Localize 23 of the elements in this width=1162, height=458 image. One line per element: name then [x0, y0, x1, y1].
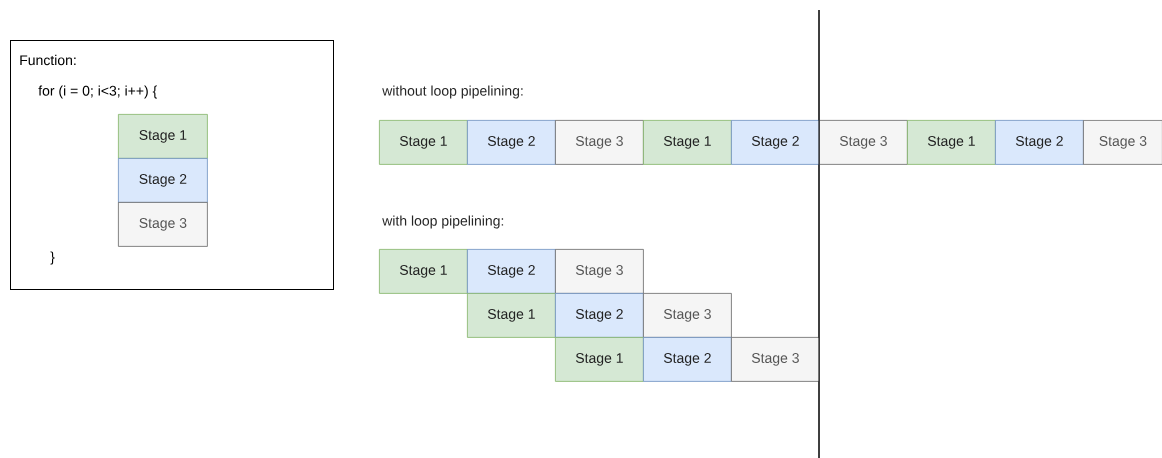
stage-box: Stage 1 [907, 120, 996, 165]
stage-box: Stage 3 [643, 293, 732, 338]
stage-box: Stage 2 [467, 249, 556, 294]
stage-box: Stage 1 [643, 120, 732, 165]
stage-box: Stage 2 [555, 293, 644, 338]
stage-box: Stage 3 [555, 249, 644, 294]
stage-box: Stage 3 [118, 202, 208, 247]
stage-box: Stage 1 [379, 249, 468, 294]
section-label: with loop pipelining: [382, 215, 504, 229]
stage-box: Stage 3 [1083, 120, 1162, 165]
section-label: without loop pipelining: [382, 85, 523, 99]
stage-box: Stage 1 [118, 114, 208, 159]
stage-box: Stage 1 [555, 337, 644, 382]
stage-box: Stage 2 [118, 158, 208, 203]
stage-box: Stage 1 [467, 293, 556, 338]
stage-box: Stage 2 [731, 120, 820, 165]
stage-box: Stage 3 [555, 120, 644, 165]
stage-box: Stage 1 [379, 120, 468, 165]
stage-box: Stage 2 [643, 337, 732, 382]
stage-box: Stage 3 [731, 337, 820, 382]
stage-box: Stage 2 [467, 120, 556, 165]
stage-box: Stage 2 [995, 120, 1084, 165]
stage-box: Stage 3 [819, 120, 908, 165]
